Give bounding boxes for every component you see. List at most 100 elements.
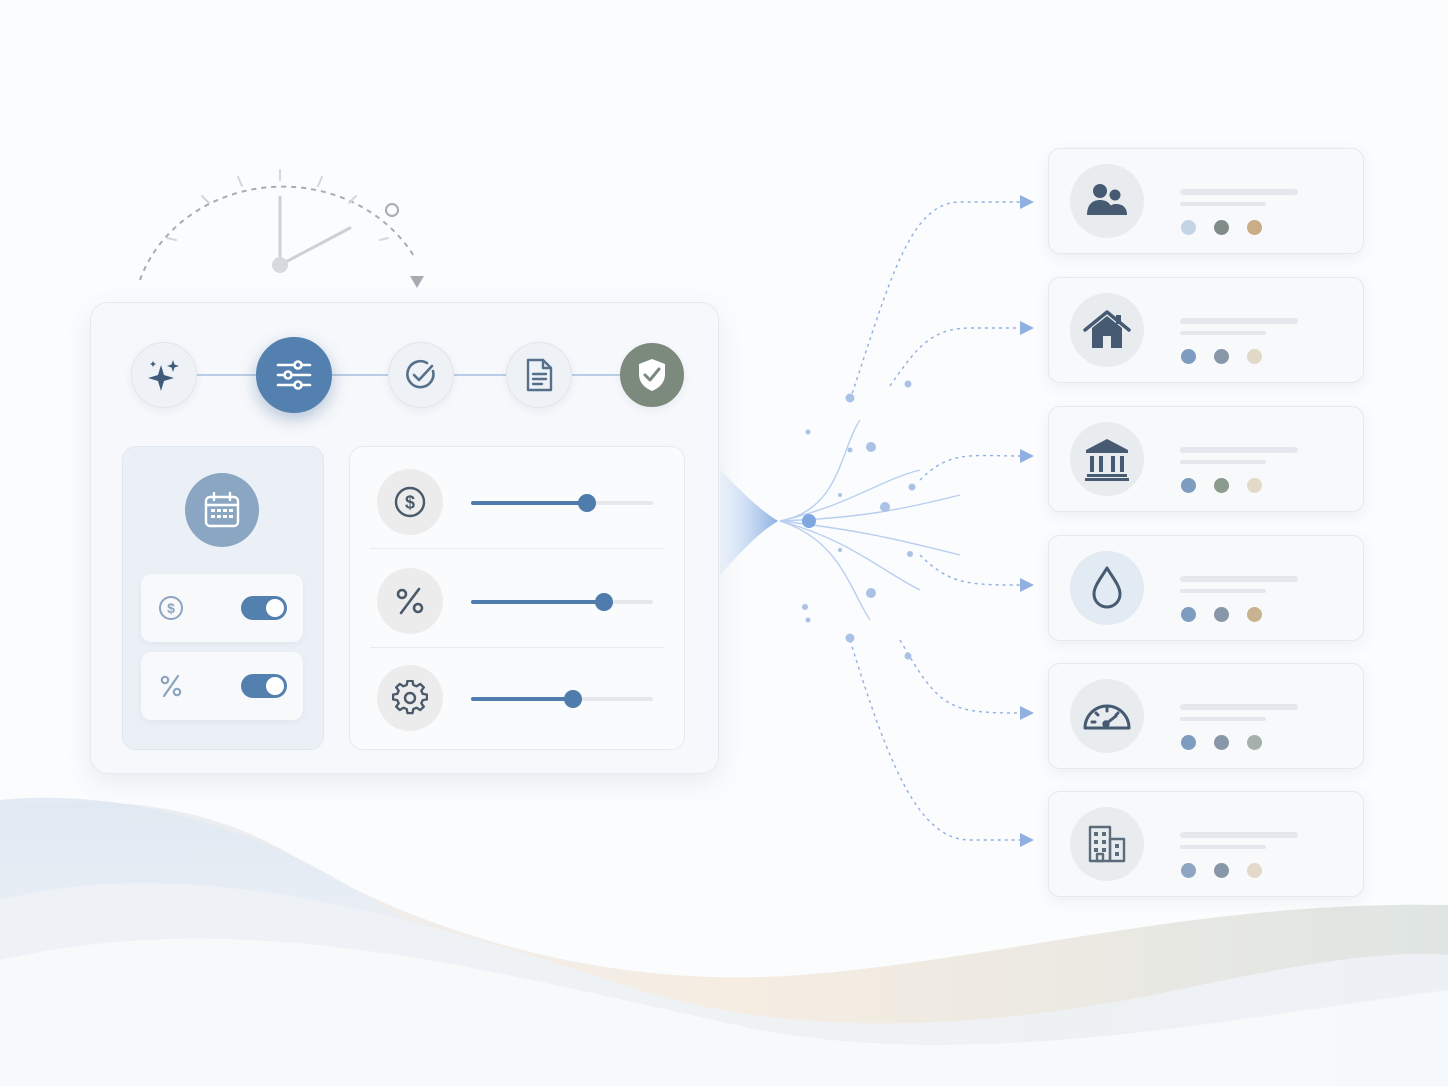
- document-icon: [526, 358, 553, 392]
- slider-fill: [471, 697, 573, 701]
- office-building-icon-wrap: [1070, 807, 1144, 881]
- status-dot: [1247, 863, 1262, 878]
- percent-toggle[interactable]: [241, 674, 287, 698]
- slider-fill: [471, 501, 588, 505]
- svg-text:$: $: [167, 600, 175, 616]
- destination-card[interactable]: [1048, 277, 1364, 383]
- house-icon-wrap: [1070, 293, 1144, 367]
- office-building-icon: [1088, 825, 1126, 863]
- divider: [370, 548, 664, 549]
- step-sliders[interactable]: [256, 337, 332, 413]
- bank-icon-wrap: [1070, 422, 1144, 496]
- slider-row-dollar: $: [370, 451, 664, 549]
- water-drop-icon: [1092, 566, 1122, 609]
- gear-icon: [377, 665, 443, 731]
- placeholder-line: [1180, 202, 1266, 206]
- step-check[interactable]: [388, 342, 454, 408]
- slider-thumb[interactable]: [594, 593, 613, 611]
- status-dot: [1214, 478, 1229, 493]
- sliders-icon: [276, 360, 312, 390]
- step-shield[interactable]: [620, 343, 684, 407]
- destination-card[interactable]: [1048, 663, 1364, 769]
- distribution-flow: [720, 195, 1034, 847]
- gear-slider[interactable]: [471, 690, 653, 708]
- status-dots: [1181, 349, 1262, 364]
- dollar-circle-icon: $: [377, 469, 443, 535]
- gauge-icon-wrap: [1070, 679, 1144, 753]
- status-dot: [1214, 220, 1229, 235]
- percent-icon: [377, 568, 443, 634]
- status-dots: [1181, 478, 1262, 493]
- status-dot: [1214, 607, 1229, 622]
- placeholder-line: [1180, 717, 1266, 721]
- slider-row-gear: [370, 647, 664, 745]
- placeholder-line: [1180, 447, 1298, 453]
- divider: [370, 647, 664, 648]
- status-dot: [1181, 220, 1196, 235]
- status-dot: [1181, 349, 1196, 364]
- sliders-card: $: [349, 446, 685, 750]
- slider-row-percent: [370, 550, 664, 648]
- step-sparkle[interactable]: [131, 342, 197, 408]
- placeholder-line: [1180, 460, 1266, 464]
- sparkle-icon: [148, 360, 179, 391]
- placeholder-line: [1180, 331, 1266, 335]
- destination-card[interactable]: [1048, 791, 1364, 897]
- status-dot: [1181, 863, 1196, 878]
- status-dot: [1181, 735, 1196, 750]
- placeholder-line: [1180, 845, 1266, 849]
- stepper-line: [197, 374, 257, 376]
- check-circle-icon: [406, 359, 435, 389]
- slider-thumb[interactable]: [578, 494, 597, 512]
- status-dot: [1214, 863, 1229, 878]
- dollar-toggle[interactable]: [241, 596, 287, 620]
- shield-check-icon: [639, 359, 665, 391]
- clock-illustration: [139, 169, 424, 288]
- destination-card[interactable]: [1048, 148, 1364, 254]
- status-dot: [1247, 349, 1262, 364]
- status-dot: [1247, 220, 1262, 235]
- status-dot: [1181, 607, 1196, 622]
- placeholder-line: [1180, 318, 1298, 324]
- toggle-row-dollar: $: [141, 574, 303, 642]
- water-drop-icon-wrap: [1070, 551, 1144, 625]
- percent-icon: [157, 672, 185, 700]
- destination-card[interactable]: [1048, 535, 1364, 641]
- status-dot: [1181, 478, 1196, 493]
- dollar-circle-icon: $: [157, 594, 185, 622]
- stepper-line: [451, 374, 507, 376]
- configuration-panel: $ $: [90, 302, 719, 774]
- bank-icon: [1085, 439, 1129, 481]
- toggle-knob: [266, 599, 284, 617]
- stepper-line: [569, 374, 623, 376]
- destination-card[interactable]: [1048, 406, 1364, 512]
- status-dot: [1214, 349, 1229, 364]
- status-dots: [1181, 863, 1262, 878]
- slider-fill: [471, 600, 604, 604]
- status-dots: [1181, 220, 1262, 235]
- placeholder-line: [1180, 589, 1266, 593]
- toggle-row-percent: [141, 652, 303, 720]
- placeholder-line: [1180, 704, 1298, 710]
- placeholder-line: [1180, 189, 1298, 195]
- slider-thumb[interactable]: [563, 690, 582, 708]
- gauge-icon: [1083, 704, 1131, 730]
- status-dot: [1247, 478, 1262, 493]
- status-dots: [1181, 607, 1262, 622]
- toggle-knob: [266, 677, 284, 695]
- people-icon: [1087, 184, 1127, 215]
- status-dot: [1247, 607, 1262, 622]
- stepper-line: [329, 374, 389, 376]
- svg-text:$: $: [405, 493, 415, 513]
- people-icon-wrap: [1070, 164, 1144, 238]
- dollar-slider[interactable]: [471, 494, 653, 512]
- schedule-card: $: [122, 446, 324, 750]
- percent-slider[interactable]: [471, 593, 653, 611]
- placeholder-line: [1180, 832, 1298, 838]
- status-dot: [1247, 735, 1262, 750]
- calendar-button[interactable]: [185, 473, 259, 547]
- status-dots: [1181, 735, 1262, 750]
- step-document[interactable]: [506, 342, 572, 408]
- placeholder-line: [1180, 576, 1298, 582]
